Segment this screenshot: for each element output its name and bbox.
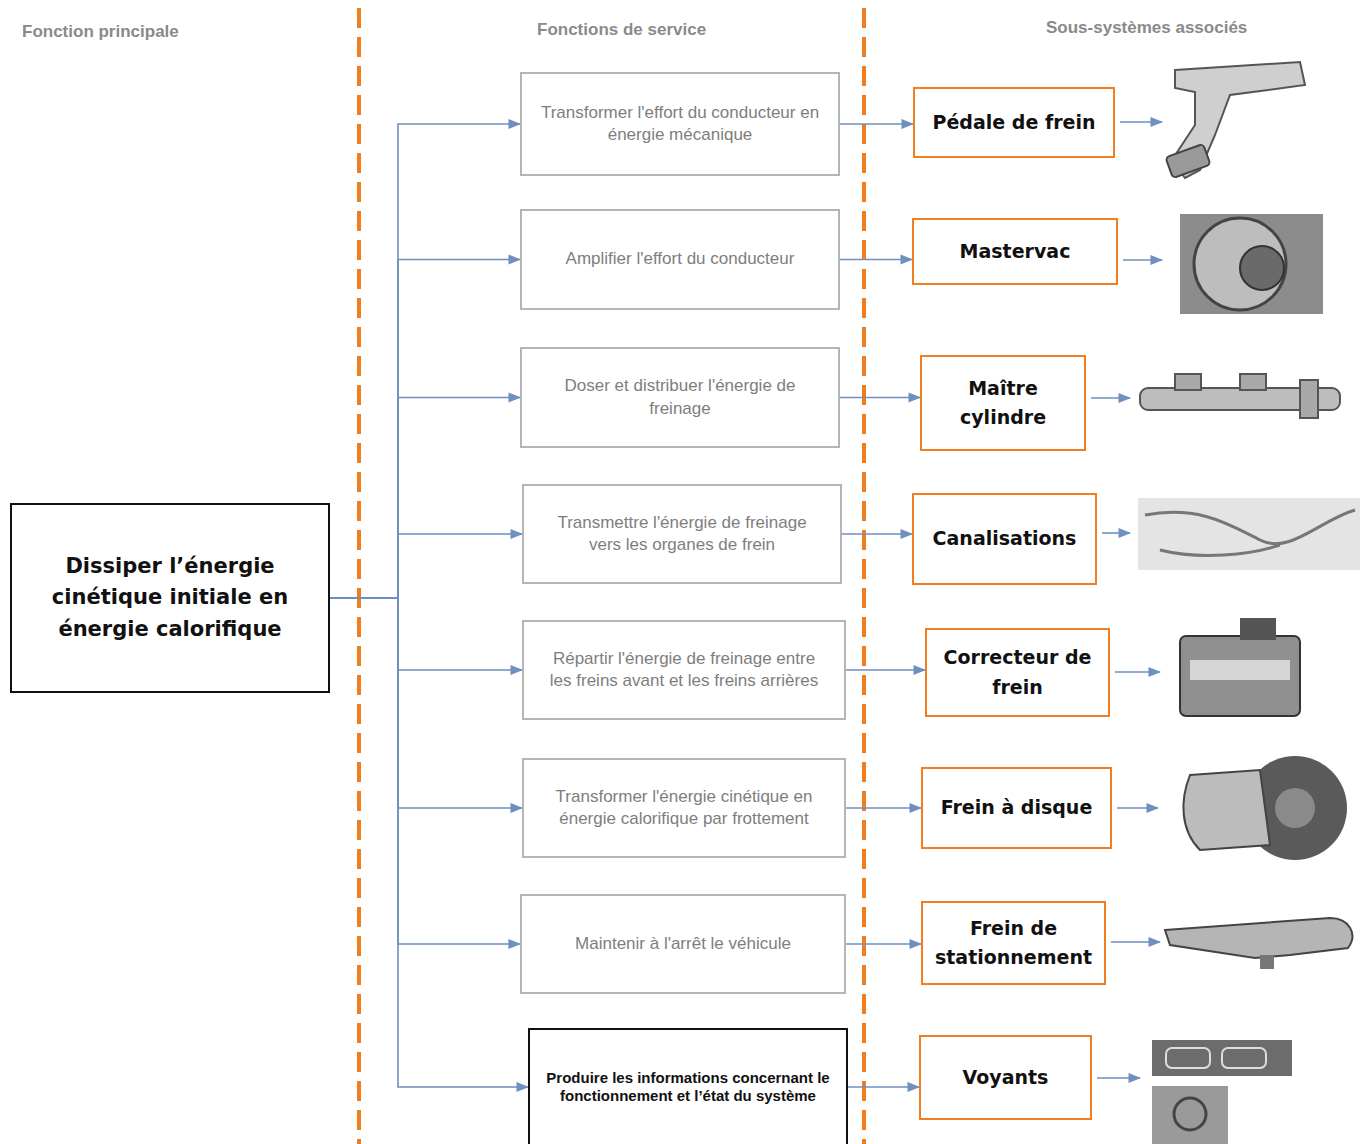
box-text: Frein de stationnement xyxy=(933,914,1094,973)
box-text: Correcteur de frein xyxy=(937,643,1098,702)
service-function-box: Transformer l'effort du conducteur en én… xyxy=(520,72,840,176)
service-function-box: Transmettre l'énergie de freinage vers l… xyxy=(522,484,842,584)
info-function-box: Produire les informations concernant le … xyxy=(528,1028,848,1144)
connector-arrow xyxy=(330,598,522,808)
service-function-box: Maintenir à l'arrêt le véhicule xyxy=(520,894,846,994)
connector-arrow xyxy=(846,807,921,809)
parking-brake-picture xyxy=(1165,918,1352,969)
box-text: Doser et distribuer l'énergie de freinag… xyxy=(538,375,822,419)
box-text: Produire les informations concernant le … xyxy=(542,1069,834,1105)
subsystem-box: Pédale de frein xyxy=(913,87,1115,158)
subsystem-box: Frein à disque xyxy=(921,767,1112,849)
column-header: Fonction principale xyxy=(22,22,179,42)
connector-arrow xyxy=(330,598,528,1087)
subsystem-box: Canalisations xyxy=(912,493,1097,585)
disc-brake-picture xyxy=(1183,756,1347,860)
box-text: Maintenir à l'arrêt le véhicule xyxy=(575,933,791,955)
box-text: Canalisations xyxy=(933,524,1077,553)
subsystem-box: Maître cylindre xyxy=(920,355,1086,451)
box-text: Répartir l'énergie de freinage entre les… xyxy=(540,648,828,692)
service-function-box: Transformer l'énergie cinétique en énerg… xyxy=(522,758,846,858)
box-text: Frein à disque xyxy=(941,793,1093,822)
box-text: Voyants xyxy=(963,1063,1049,1092)
service-function-box: Répartir l'énergie de freinage entre les… xyxy=(522,620,846,720)
column-header: Fonctions de service xyxy=(537,20,706,40)
main-function-box: Dissiper l’énergie cinétique initiale en… xyxy=(10,503,330,693)
box-text: Transmettre l'énergie de freinage vers l… xyxy=(540,512,824,556)
connector-arrow xyxy=(840,397,920,399)
connector-arrow xyxy=(330,398,520,599)
connector-arrow xyxy=(840,259,912,261)
master-cylinder-picture xyxy=(1140,374,1340,418)
box-text: Pédale de frein xyxy=(933,108,1096,137)
connector-arrow xyxy=(842,533,912,535)
box-text: Maître cylindre xyxy=(932,374,1074,433)
warning-lights-picture xyxy=(1152,1040,1292,1144)
connector-arrow xyxy=(848,1086,919,1088)
brake-corrector-picture xyxy=(1180,618,1300,716)
pedal-picture xyxy=(1165,62,1305,178)
connector-arrow xyxy=(330,124,520,598)
subsystem-box: Frein de stationnement xyxy=(921,901,1106,985)
connector-arrow xyxy=(330,598,520,944)
connector-arrow xyxy=(330,534,522,598)
connector-arrow xyxy=(330,260,520,599)
pipes-picture xyxy=(1138,498,1360,570)
box-text: Dissiper l’énergie cinétique initiale en… xyxy=(26,551,314,646)
box-text: Transformer l'effort du conducteur en én… xyxy=(538,102,822,146)
connector-arrow xyxy=(330,598,522,670)
box-text: Transformer l'énergie cinétique en énerg… xyxy=(540,786,828,830)
connector-arrow xyxy=(840,123,913,125)
subsystem-box: Mastervac xyxy=(912,218,1118,285)
service-function-box: Amplifier l'effort du conducteur xyxy=(520,209,840,310)
booster-picture xyxy=(1180,214,1323,314)
connector-arrow xyxy=(846,943,921,945)
connector-arrow xyxy=(846,669,925,671)
subsystem-box: Correcteur de frein xyxy=(925,628,1110,717)
box-text: Amplifier l'effort du conducteur xyxy=(566,248,795,270)
separator-lines xyxy=(359,8,864,1144)
box-text: Mastervac xyxy=(960,237,1071,266)
subsystem-box: Voyants xyxy=(919,1035,1092,1120)
service-function-box: Doser et distribuer l'énergie de freinag… xyxy=(520,347,840,448)
column-header: Sous-systèmes associés xyxy=(1046,18,1247,38)
